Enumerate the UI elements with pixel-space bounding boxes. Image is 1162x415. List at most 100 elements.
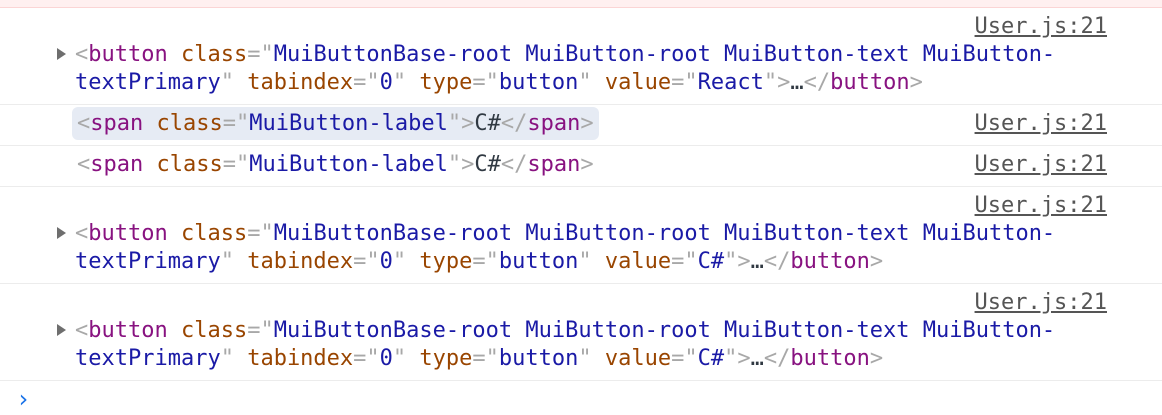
console-message-row: User.js:21<span class="MuiButton-label">… — [0, 146, 1162, 187]
inner-content: … — [750, 249, 764, 274]
attribute-value: MuiButton-label — [249, 111, 448, 136]
tag-name: button — [88, 318, 168, 343]
attribute-name: value — [604, 346, 672, 371]
close-quote: " — [578, 346, 592, 371]
inner-content: … — [790, 70, 804, 95]
end-open-bracket: </ — [763, 249, 791, 274]
source-link[interactable]: User.js:21 — [974, 14, 1107, 39]
tag-name: span — [90, 111, 144, 136]
open-bracket: < — [75, 318, 89, 343]
attribute-value: 0 — [379, 249, 393, 274]
open-bracket: < — [77, 111, 91, 136]
close-bracket: > — [777, 70, 791, 95]
close-quote: " — [724, 249, 738, 274]
end-open-bracket: </ — [500, 111, 528, 136]
close-quote: " — [578, 249, 592, 274]
console-message-row: User.js:21<button class="MuiButtonBase-r… — [0, 187, 1162, 284]
attribute-name: class — [180, 221, 248, 246]
attribute-name: type — [419, 249, 473, 274]
element-preview: <span class="MuiButton-label">C#</span> — [57, 151, 594, 179]
close-bracket: > — [737, 249, 751, 274]
close-bracket: > — [737, 346, 751, 371]
expand-triangle-icon[interactable] — [57, 48, 66, 60]
close-quote: " — [447, 111, 462, 136]
attribute-name: class — [156, 111, 223, 136]
tag-name: button — [88, 42, 168, 67]
attribute-value: C# — [697, 249, 725, 274]
chevron-right-icon: › — [16, 385, 31, 413]
attribute-value: 0 — [379, 346, 393, 371]
close-quote: " — [763, 70, 778, 95]
attribute-value: MuiButton-label — [249, 152, 448, 177]
source-link[interactable]: User.js:21 — [974, 290, 1107, 315]
equals-quote: =" — [247, 318, 274, 343]
open-bracket: < — [77, 152, 91, 177]
attribute-name: type — [419, 346, 473, 371]
attribute-name: value — [604, 249, 672, 274]
equals-quote: =" — [353, 249, 380, 274]
console-prompt[interactable]: › — [0, 381, 1162, 413]
console-message-row: User.js:21<button class="MuiButtonBase-r… — [0, 8, 1162, 105]
equals-quote: =" — [353, 346, 380, 371]
end-tag-name: span — [527, 152, 581, 177]
console-message-row: User.js:21<span class="MuiButton-label">… — [0, 105, 1162, 146]
attribute-value: React — [697, 70, 764, 95]
close-quote: " — [220, 249, 234, 274]
equals-quote: =" — [247, 42, 274, 67]
attribute-name: tabindex — [247, 346, 354, 371]
source-link[interactable]: User.js:21 — [974, 152, 1107, 177]
end-tag-name: button — [830, 70, 910, 95]
element-preview: <span class="MuiButton-label">C#</span> — [57, 107, 599, 140]
end-close-bracket: > — [580, 111, 594, 136]
equals-quote: =" — [472, 70, 499, 95]
end-close-bracket: > — [580, 152, 594, 177]
attribute-value: C# — [697, 346, 725, 371]
equals-quote: =" — [472, 346, 499, 371]
end-open-bracket: </ — [500, 152, 528, 177]
end-open-bracket: </ — [763, 346, 791, 371]
error-message-strip — [0, 0, 1162, 8]
equals-quote: =" — [671, 346, 698, 371]
open-bracket: < — [75, 42, 89, 67]
source-link[interactable]: User.js:21 — [974, 193, 1107, 218]
console-message-row: User.js:21<button class="MuiButtonBase-r… — [0, 284, 1162, 381]
attribute-value: 0 — [379, 70, 393, 95]
attribute-value: MuiButtonBase-root MuiButton-root MuiBut… — [75, 221, 1056, 274]
close-quote: " — [392, 346, 407, 371]
close-quote: " — [220, 346, 234, 371]
source-link[interactable]: User.js:21 — [974, 111, 1107, 136]
tag-name: button — [88, 221, 168, 246]
tag-name: span — [90, 152, 144, 177]
element-preview[interactable]: <button class="MuiButtonBase-root MuiBut… — [57, 41, 1085, 97]
equals-quote: =" — [472, 249, 499, 274]
close-quote: " — [220, 70, 234, 95]
expand-triangle-icon[interactable] — [57, 324, 66, 336]
close-quote: " — [447, 152, 462, 177]
end-close-bracket: > — [869, 249, 884, 274]
inner-content: C# — [474, 111, 501, 136]
equals-quote: =" — [222, 111, 250, 136]
close-quote: " — [578, 70, 592, 95]
attribute-name: class — [156, 152, 223, 177]
end-tag-name: span — [527, 111, 581, 136]
end-tag-name: button — [790, 249, 870, 274]
close-quote: " — [724, 346, 738, 371]
element-preview[interactable]: <button class="MuiButtonBase-root MuiBut… — [57, 220, 1085, 276]
close-quote: " — [392, 70, 407, 95]
element-preview[interactable]: <button class="MuiButtonBase-root MuiBut… — [57, 317, 1085, 373]
equals-quote: =" — [671, 249, 698, 274]
attribute-name: type — [419, 70, 473, 95]
inner-content: … — [750, 346, 764, 371]
end-close-bracket: > — [909, 70, 923, 95]
expand-triangle-icon[interactable] — [57, 227, 66, 239]
end-tag-name: button — [790, 346, 870, 371]
equals-quote: =" — [671, 70, 698, 95]
attribute-name: value — [604, 70, 672, 95]
inner-content: C# — [474, 152, 501, 177]
close-quote: " — [392, 249, 407, 274]
attribute-name: class — [180, 318, 248, 343]
equals-quote: =" — [353, 70, 380, 95]
attribute-value: MuiButtonBase-root MuiButton-root MuiBut… — [75, 42, 1056, 95]
open-bracket: < — [75, 221, 89, 246]
attribute-value: button — [498, 249, 579, 274]
